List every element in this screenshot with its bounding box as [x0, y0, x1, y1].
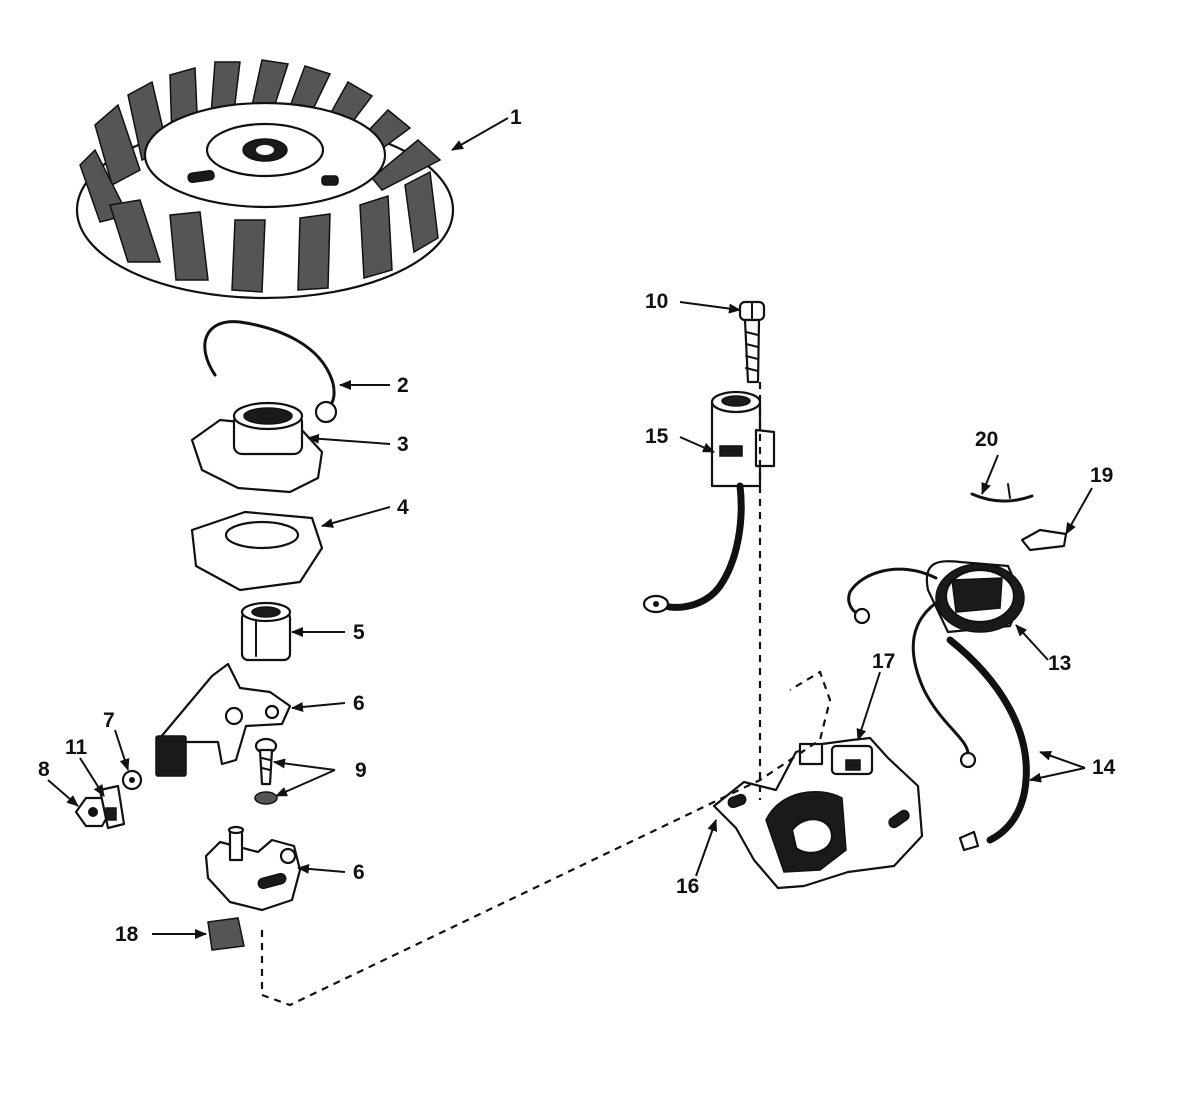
callout-16: 16 — [676, 875, 699, 898]
callout-17: 17 — [872, 650, 895, 673]
spring-20-part — [970, 483, 1034, 503]
callout-6-lower: 6 — [353, 861, 365, 884]
leader-lines — [47, 117, 1093, 939]
callout-11: 11 — [65, 736, 88, 759]
ignition-coil-part — [847, 560, 1025, 634]
assembly-lines — [260, 382, 832, 1007]
washer-plate-part — [190, 510, 324, 592]
callout-7: 7 — [103, 709, 115, 732]
coil-leads-part — [911, 598, 1030, 852]
screw-9-part — [254, 737, 278, 786]
flywheel-part — [75, 59, 455, 300]
callout-5: 5 — [353, 621, 365, 644]
condenser-part — [642, 390, 776, 614]
callout-8: 8 — [38, 758, 50, 781]
callout-19: 19 — [1090, 464, 1113, 487]
breaker-box-part — [712, 736, 924, 890]
callout-4: 4 — [397, 496, 409, 519]
callout-13: 13 — [1048, 652, 1071, 675]
callout-14: 14 — [1092, 756, 1116, 779]
bushing-part — [240, 601, 292, 662]
callout-20: 20 — [975, 428, 998, 451]
callout-1: 1 — [510, 106, 522, 129]
felt-wick-part — [207, 917, 245, 951]
clip-19-part — [1020, 528, 1068, 552]
breaker-arm-part — [155, 662, 292, 777]
callout-9: 9 — [355, 759, 367, 782]
callout-6-upper: 6 — [353, 692, 365, 715]
callout-3: 3 — [397, 433, 409, 456]
cam-plate-part — [190, 401, 324, 494]
callout-labels: 1 2 3 4 5 6 7 8 9 11 6 18 10 15 20 19 13… — [38, 106, 1116, 946]
clip-11-part — [98, 784, 126, 830]
callout-2: 2 — [397, 374, 409, 397]
screw-10-part — [738, 300, 766, 384]
callout-10: 10 — [645, 290, 668, 313]
base-plate-part — [204, 825, 302, 912]
washer-7-part — [121, 769, 143, 791]
washer-9-part — [254, 791, 278, 805]
callout-15: 15 — [645, 425, 669, 448]
spring-clip-part — [203, 320, 338, 424]
callout-18: 18 — [115, 923, 139, 946]
